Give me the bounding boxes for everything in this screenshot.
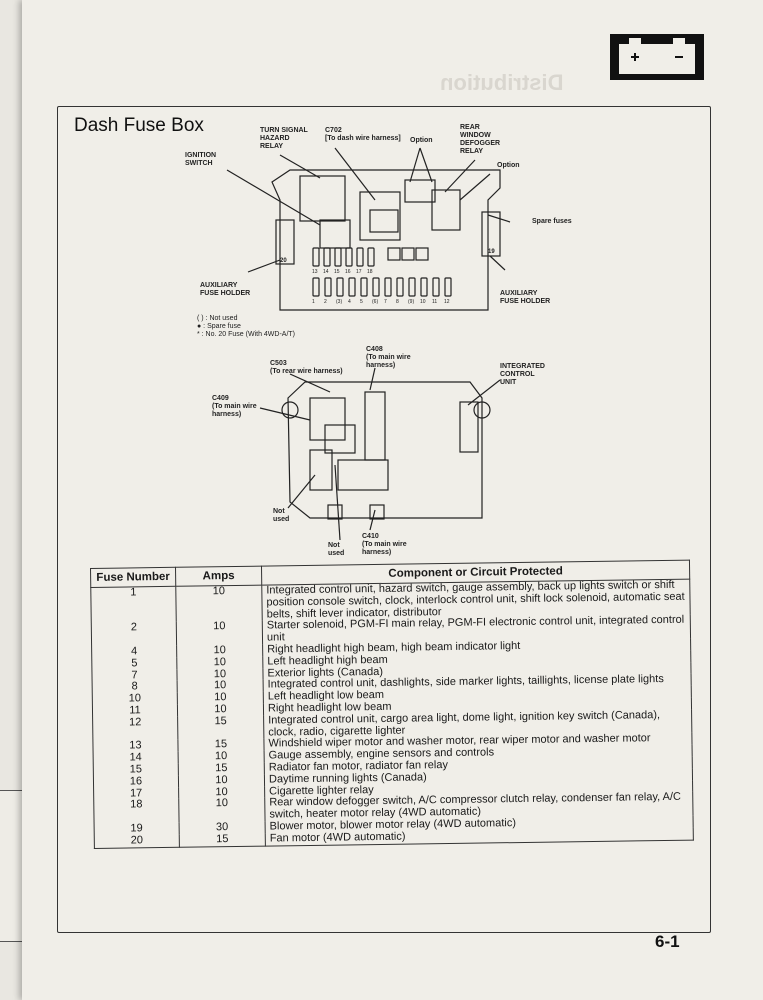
fuse-slot-number: 17: [356, 269, 362, 275]
fuse-slot-number: (3): [336, 299, 343, 305]
fuse-slot-number: 18: [367, 269, 373, 275]
fuse-slot: [420, 277, 428, 297]
fuse-slot-number: (9): [408, 299, 415, 305]
battery-icon: [610, 34, 704, 80]
legend-item: * : No. 20 Fuse (With 4WD-A/T): [197, 331, 296, 338]
fuse-slot: [372, 277, 380, 297]
legend-item: ( ) : Not used: [197, 315, 238, 322]
fuse-table: Fuse Number Amps Component or Circuit Pr…: [90, 560, 694, 849]
fuse-slot-number: 12: [444, 299, 450, 305]
fuse-slot: [345, 247, 353, 267]
fuse-slot: [324, 277, 332, 297]
label-c409: C409 (To main wire harness): [212, 395, 257, 418]
amps-cell: 15: [179, 833, 266, 847]
fuse-slot: [384, 277, 392, 297]
fuse-number-cell: 2: [91, 622, 177, 647]
fuse-slot-number: 16: [345, 269, 351, 275]
fuse-slot: [312, 277, 320, 297]
fuse-slot-number: 5: [360, 299, 363, 305]
fuse-slot-number: 4: [348, 299, 351, 305]
section-title: Dash Fuse Box: [70, 115, 208, 137]
label-ignition-switch: IGNITION SWITCH: [185, 152, 217, 167]
page-number: 6-1: [655, 932, 680, 951]
fuse-slot-number: (6): [372, 299, 379, 305]
fuse-slot-number: 1: [312, 299, 315, 305]
fuse-slot-number: 13: [312, 269, 318, 275]
fuse-slot: [356, 247, 364, 267]
fuse-slot: [336, 277, 344, 297]
fuse-slot-number: 14: [323, 269, 329, 275]
bleed-through-text: Distribution: [440, 70, 564, 95]
label-spare-fuses: Spare fuses: [532, 218, 572, 225]
fuse-slot: [360, 277, 368, 297]
fuse-slot-number: 8: [396, 299, 399, 305]
fuse-slot: [444, 277, 452, 297]
label-aux-fuse-holder-right: AUXILIARY FUSE HOLDER: [500, 290, 551, 305]
manual-page: [22, 0, 763, 1000]
fuse-number-cell: 12: [92, 716, 178, 742]
fuse-slot: [367, 247, 375, 267]
label-c702: C702 [To dash wire harness]: [325, 127, 401, 142]
fuse-slot-number: 15: [334, 269, 340, 275]
label-integrated-control-unit: INTEGRATED CONTROL UNIT: [500, 363, 545, 386]
fuse-slot-number: 11: [432, 299, 438, 305]
fuse-number-cell: 18: [93, 799, 180, 824]
label-fuse-20: 20: [280, 258, 287, 264]
label-option-right: Option: [497, 162, 520, 169]
amps-cell: 10: [175, 585, 263, 623]
label-not-used-1: Not used: [273, 508, 290, 523]
fuse-number-cell: 20: [94, 834, 180, 848]
fuse-box-diagram: TURN SIGNAL HAZARD RELAY C702 [To dash w…: [170, 120, 580, 570]
label-option-top: Option: [410, 137, 433, 144]
fuse-slot-number: 7: [384, 299, 387, 305]
label-c410: C410 (To main wire harness): [362, 533, 407, 556]
fuse-slot: [432, 277, 440, 297]
label-not-used-2: Not used: [328, 542, 345, 557]
fuse-slot-number: 10: [420, 299, 426, 305]
fuse-slot: [408, 277, 416, 297]
label-fuse-19: 19: [488, 249, 495, 255]
fuse-box-drawing: [226, 147, 511, 541]
diagram-legend: ( ) : Not used ● : Spare fuse * : No. 20…: [197, 315, 295, 339]
label-turn-signal-relay: TURN SIGNAL HAZARD RELAY: [260, 127, 308, 150]
fuse-slot: [334, 247, 342, 267]
header-amps: Amps: [175, 566, 262, 587]
fuse-slot: [312, 247, 320, 267]
label-c503: C503 (To rear wire harness): [270, 360, 343, 375]
fuse-slot: [323, 247, 331, 267]
amps-cell: 15: [177, 715, 264, 741]
content-frame: [57, 106, 711, 933]
fuse-number-cell: 1: [90, 586, 177, 624]
fuse-slot: [348, 277, 356, 297]
fuse-slot-number: 2: [324, 299, 327, 305]
label-rear-defogger-relay: REAR WINDOW DEFOGGER RELAY: [460, 124, 501, 155]
legend-item: ● : Spare fuse: [197, 323, 241, 330]
label-c408: C408 (To main wire harness): [366, 346, 411, 369]
header-fuse-number: Fuse Number: [90, 567, 176, 588]
amps-cell: 10: [178, 797, 266, 823]
fuse-slot: [396, 277, 404, 297]
amps-cell: 10: [176, 621, 263, 646]
label-aux-fuse-holder-left: AUXILIARY FUSE HOLDER: [200, 282, 251, 297]
